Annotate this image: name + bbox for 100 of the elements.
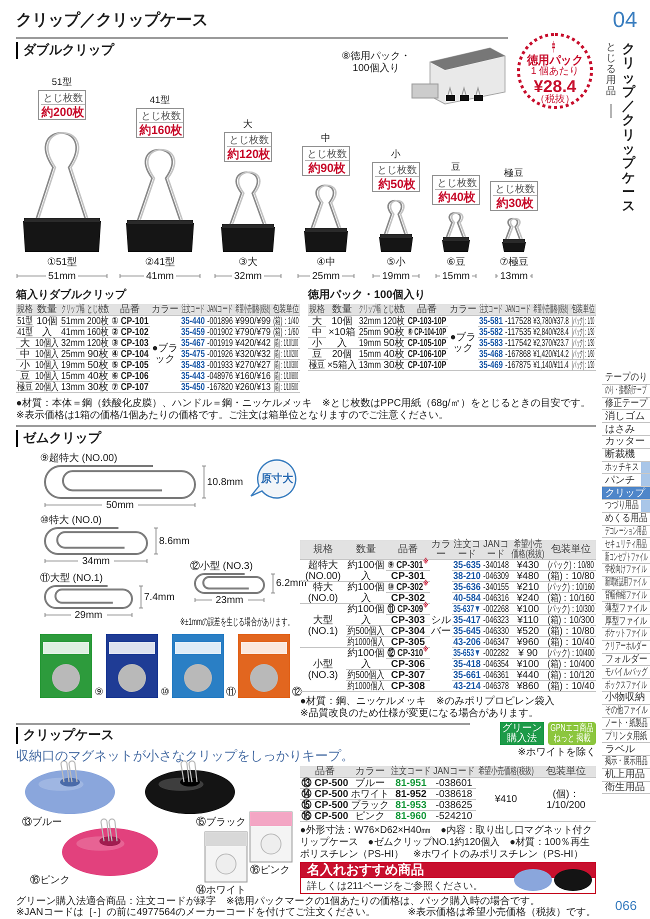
table-header-cell: 包装単位 xyxy=(536,766,596,778)
dimension-label: 19mm xyxy=(380,270,412,282)
table-cell: ¥410 xyxy=(476,778,536,822)
table-cell: ¥2,840/¥28.4 xyxy=(532,327,570,338)
footer-note: ※JANコードは［-］の前に4977564のメーカーコードを付けてご注文ください。 xyxy=(16,907,377,918)
table-cell: -524210 xyxy=(432,811,476,822)
table-header-cell: 希望小売価格(税抜) xyxy=(476,766,536,778)
table-cell: シルバー xyxy=(430,560,452,692)
table-cell: 35-467 xyxy=(180,338,206,349)
table-header-cell: クリップ幅 xyxy=(358,304,382,316)
table-cell: 15mm xyxy=(60,371,86,382)
nav-tab: はさみ xyxy=(602,423,650,436)
table-header-cell: JANコード xyxy=(482,540,510,560)
nav-tab: 掲示・展示用品 xyxy=(602,756,650,769)
badge-value: 約160枚 xyxy=(139,124,183,138)
table-cell: 200枚 xyxy=(86,316,110,327)
table-cell: ¥420/¥42 xyxy=(234,338,272,349)
table-cell: 35-645 xyxy=(452,626,482,637)
table-cell: ピンク xyxy=(350,811,390,822)
table-cell: ブルー xyxy=(350,778,390,789)
badge-text: 徳用パック xyxy=(526,53,584,66)
table-cell: 約100個入 xyxy=(346,582,386,604)
badge-label: とじ枚数 xyxy=(435,177,479,190)
speech-bubble xyxy=(248,458,298,500)
table-cell: (箱)：10/120 xyxy=(546,670,596,681)
table-cell: 大 xyxy=(16,338,34,349)
table-cell: -001926 xyxy=(206,349,234,360)
nav-tab: クリアーホルダー xyxy=(602,640,650,654)
table-cell: 35-469 xyxy=(478,360,504,371)
table-cell: (箱)：10/300 xyxy=(546,615,596,626)
table-cell: 35-443 xyxy=(180,371,206,382)
size-label: ⑩特大 (NO.0) xyxy=(40,514,103,526)
photo-caption: ⑬ブルー xyxy=(22,816,63,828)
table-cell: (箱)：10/80 xyxy=(546,571,596,582)
page-number: 066 xyxy=(614,898,638,914)
dimension-label: 23mm xyxy=(212,594,248,606)
count-badge xyxy=(432,175,480,205)
table-cell: 10個入 xyxy=(34,360,60,371)
table-cell: (パック)：1/60 xyxy=(570,349,596,360)
nav-tab: ホッチキス xyxy=(602,462,650,474)
table-cell: 35-459 xyxy=(180,327,206,338)
table-cell: -048976 xyxy=(206,371,234,382)
table-cell: -038625 xyxy=(432,800,476,811)
table-cell: -340148 xyxy=(482,560,510,571)
count-badge xyxy=(136,108,184,138)
table-cell: 10個入 xyxy=(34,349,60,360)
table-cell: ¥790/¥79 xyxy=(234,327,272,338)
table-cell: 極豆 xyxy=(308,360,326,371)
table-cell: 35-661 xyxy=(452,670,482,681)
table-cell: ¥1,140/¥11.4 xyxy=(532,360,570,371)
nav-tab: クリップ xyxy=(602,487,650,500)
table-cell: (パック)：10/80 xyxy=(546,560,596,571)
dimension-label: 51mm xyxy=(46,270,78,282)
table-cell: (パック)：10/400 xyxy=(546,648,596,659)
table-cell: 10個入 xyxy=(34,371,60,382)
table-cell: ¥990/¥99 xyxy=(234,316,272,327)
table-cell: (箱)：1/40 xyxy=(272,316,300,327)
table-cell: 35-653▼ xyxy=(452,648,482,659)
table-header-cell: 注文コード xyxy=(390,766,432,778)
table-cell: ⑪ CP-309$^{※}$ xyxy=(386,604,430,615)
table-cell: -046361 xyxy=(482,670,510,681)
note-text: ※品質改良のため仕様が変更になる場合があります。 xyxy=(300,707,540,719)
badge-label: とじ枚数 xyxy=(375,164,419,177)
table-cell: ¥860 xyxy=(510,681,546,692)
nav-tab: 新コンセプトファイル xyxy=(602,551,650,564)
badge-label: とじ枚数 xyxy=(227,134,271,147)
table-cell: ⑩ CP-302$^{※}$ xyxy=(386,582,430,593)
table-cell: 50枚 xyxy=(382,338,406,349)
table-cell: 35-468 xyxy=(478,349,504,360)
table-cell: (パック)：1/10 xyxy=(570,316,596,327)
clip-caption: ④中 xyxy=(316,256,336,268)
dimension-label: 8.6mm xyxy=(159,535,191,547)
table-cell: -001933 xyxy=(206,360,234,371)
table-cell: -002268 xyxy=(482,604,510,615)
section-heading: ダブルクリップ xyxy=(16,42,176,59)
sidebar-category: とじる用品 xyxy=(606,42,616,97)
table-cell: ¥320/¥32 xyxy=(234,349,272,360)
table-cell: -046378 xyxy=(482,681,510,692)
table-cell: -167875 xyxy=(504,360,532,371)
table-header-cell: カラー xyxy=(150,304,180,316)
nav-tab: 薄型ファイル xyxy=(602,602,650,616)
table-cell: -167820 xyxy=(206,382,234,393)
table-cell: ●ブラック xyxy=(448,316,478,371)
photo-caption: ⑮ブラック xyxy=(196,816,247,828)
clip-caption: ②41型 xyxy=(144,256,176,268)
table-cell: -117535 xyxy=(504,327,532,338)
table-cell: -001919 xyxy=(206,338,234,349)
clip-caption: ③大 xyxy=(238,256,258,268)
table-header-cell: 数量 xyxy=(34,304,60,316)
table-cell: 35-475 xyxy=(180,349,206,360)
nav-tab: パンチ xyxy=(602,474,650,488)
bubble-text: 原寸大 xyxy=(261,472,293,487)
size-label: 大 xyxy=(242,120,254,131)
photo-caption: ⑭ホワイト xyxy=(196,884,247,896)
badge-text: グリーン購入法 xyxy=(502,723,542,744)
nav-tab: 修正テープ xyxy=(602,398,650,410)
table-cell: 約100個入 xyxy=(346,560,386,582)
table-header-cell: 規格 xyxy=(16,304,34,316)
table-cell: -038618 xyxy=(432,789,476,800)
table-cell: -046330 xyxy=(482,626,510,637)
